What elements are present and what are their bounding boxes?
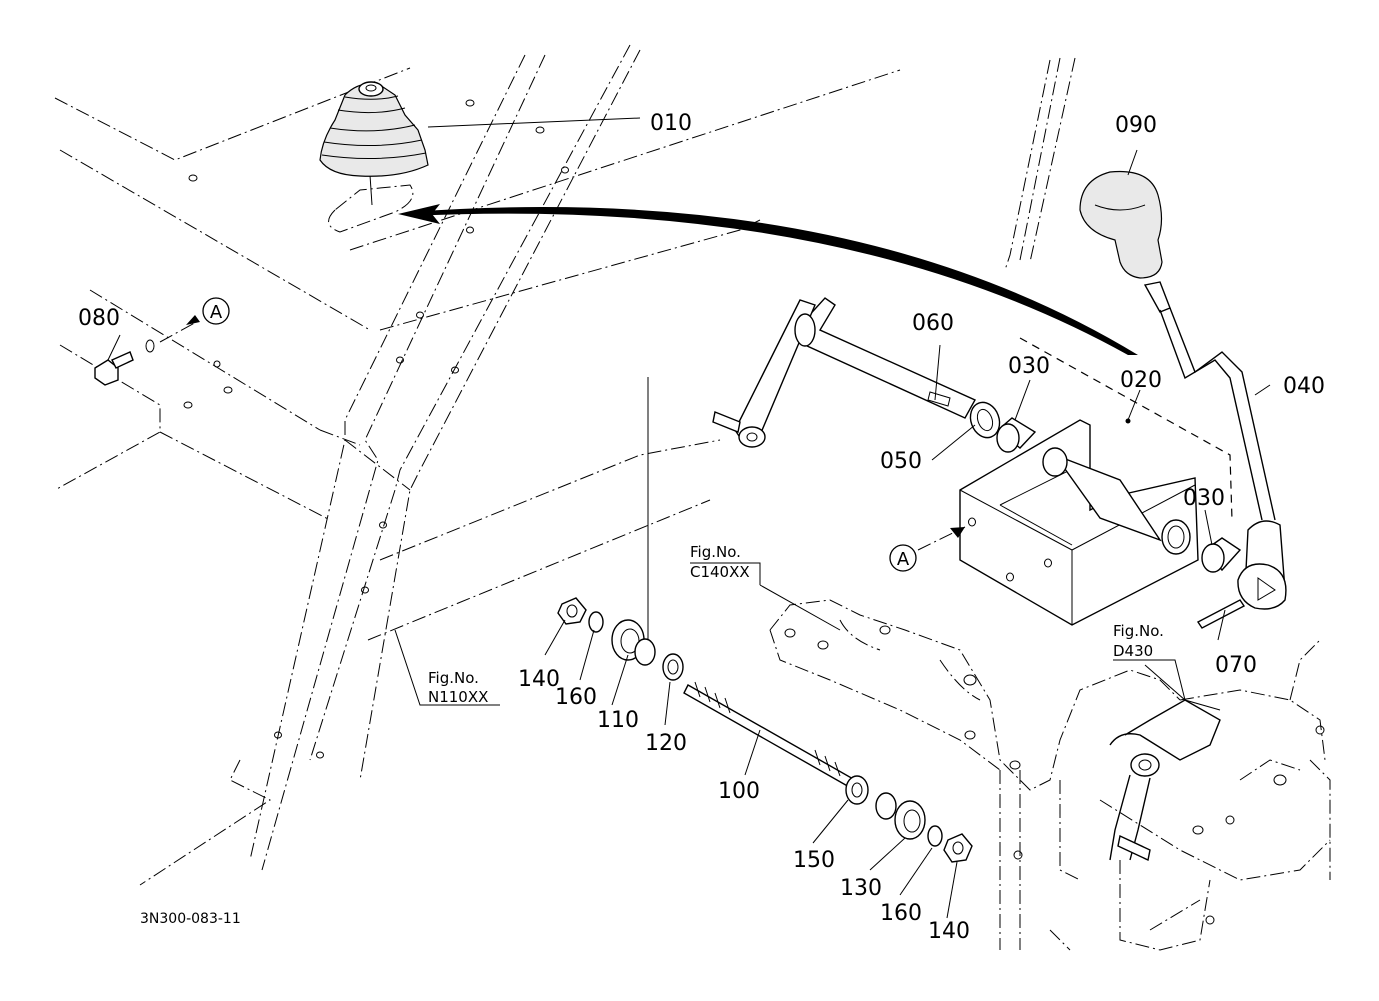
drawing-code: 3N300-083-11: [140, 911, 241, 927]
figure-ref-n110xx: Fig.No. N110XX: [428, 669, 488, 706]
figure-ref-d430-code: D430: [1113, 642, 1153, 660]
callout-080: 080: [78, 306, 120, 331]
callout-160-left: 160: [555, 685, 597, 710]
bolt-080: [94, 315, 201, 386]
callout-110: 110: [597, 708, 639, 733]
callout-130: 130: [840, 876, 882, 901]
lever-bracket: [959, 337, 1233, 626]
bushings: [996, 417, 1242, 573]
reference-mark-a-lower: A: [889, 544, 917, 572]
callout-140-left: 140: [518, 667, 560, 692]
figure-ref-d430-label: Fig.No.: [1113, 622, 1164, 640]
callout-140-right: 140: [928, 919, 970, 944]
rubber-boot: [319, 81, 429, 177]
wave-washer: [969, 401, 1001, 439]
deck-outline: [54, 67, 901, 886]
callout-020: 020: [1120, 368, 1162, 393]
shift-shaft-arm: [712, 297, 976, 448]
callout-030-upper: 030: [1008, 354, 1050, 379]
figure-ref-d430: Fig.No. D430: [1113, 622, 1164, 660]
callout-030-lower: 030: [1183, 486, 1225, 511]
callout-150: 150: [793, 848, 835, 873]
callout-090: 090: [1115, 113, 1157, 138]
figure-ref-n110-code: N110XX: [428, 688, 488, 706]
callout-120: 120: [645, 731, 687, 756]
reference-mark-a2-text: A: [897, 549, 910, 570]
spring-pin: [1196, 599, 1246, 629]
callout-100: 100: [718, 779, 760, 804]
installation-arrow: [398, 204, 1138, 355]
reference-mark-a-upper: A: [202, 297, 230, 325]
callout-040: 040: [1283, 374, 1325, 399]
figure-ref-c140xx: Fig.No. C140XX: [690, 543, 750, 581]
transmission-housing: [769, 599, 1331, 951]
frame-rails: [249, 44, 1076, 871]
callout-labels: 010 090 060 030 020 040 050 030 070 080 …: [78, 111, 1325, 944]
shift-lever: [1143, 281, 1287, 610]
callout-160-right: 160: [880, 901, 922, 926]
callout-070: 070: [1215, 653, 1257, 678]
figure-ref-c140-code: C140XX: [690, 563, 750, 581]
reference-mark-a1-text: A: [210, 302, 223, 323]
callout-050: 050: [880, 449, 922, 474]
figure-ref-c140-label: Fig.No.: [690, 543, 741, 561]
shift-knob: [1079, 170, 1163, 279]
ref-arrow-a: [917, 526, 966, 551]
leader-lines: [107, 117, 1271, 919]
callout-010: 010: [650, 111, 692, 136]
housing-shift-arm: [1109, 699, 1221, 862]
callout-060: 060: [912, 311, 954, 336]
figure-ref-n110-label: Fig.No.: [428, 669, 479, 687]
rod-assembly: [557, 597, 973, 863]
